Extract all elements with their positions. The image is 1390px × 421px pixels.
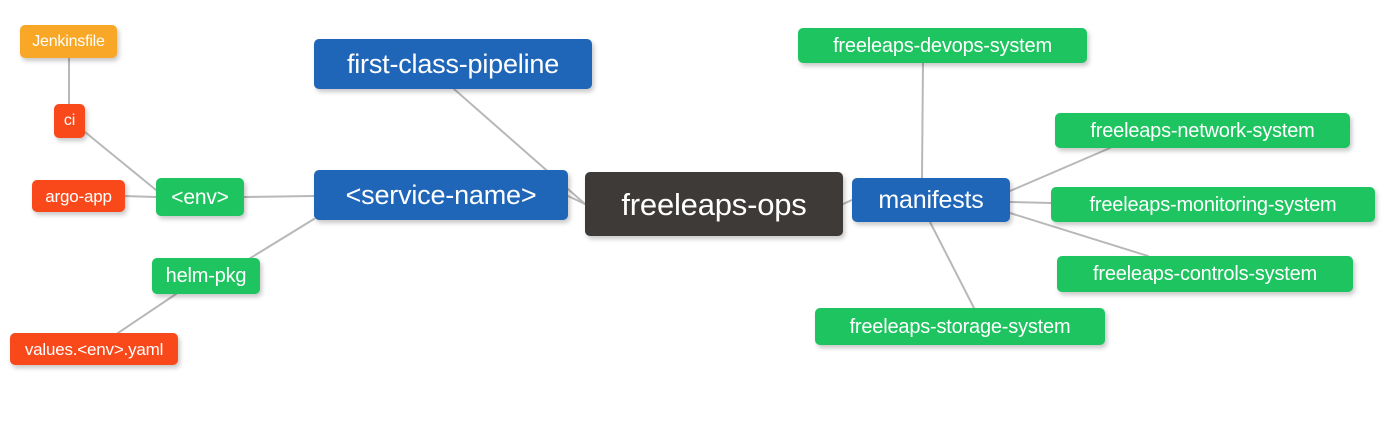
mindmap-node-helm-pkg[interactable]: helm-pkg xyxy=(152,258,260,294)
mindmap-node-manifests[interactable]: manifests xyxy=(852,178,1010,222)
mindmap-node-label: freeleaps-ops xyxy=(621,186,807,222)
mindmap-node-label: freeleaps-storage-system xyxy=(849,315,1071,338)
mindmap-node-label: freeleaps-devops-system xyxy=(833,34,1052,57)
mindmap-node-freeleaps-controls-system[interactable]: freeleaps-controls-system xyxy=(1057,256,1353,292)
mindmap-node-ci[interactable]: ci xyxy=(54,104,85,138)
mindmap-node-first-class-pipeline[interactable]: first-class-pipeline xyxy=(314,39,592,89)
mindmap-node-service-name[interactable]: <service-name> xyxy=(314,170,568,220)
mindmap-node-freeleaps-ops[interactable]: freeleaps-ops xyxy=(585,172,843,236)
mindmap-node-label: manifests xyxy=(878,185,984,214)
mindmap-node-label: values.<env>.yaml xyxy=(24,339,164,359)
mindmap-node-argo-app[interactable]: argo-app xyxy=(32,180,125,212)
mindmap-node-label: freeleaps-controls-system xyxy=(1093,263,1317,285)
mindmap-node-label: ci xyxy=(63,112,76,129)
mindmap-node-freeleaps-devops-system[interactable]: freeleaps-devops-system xyxy=(798,28,1087,63)
mindmap-node-label: helm-pkg xyxy=(165,265,247,287)
mindmap-node-label: first-class-pipeline xyxy=(346,48,560,79)
mindmap-node-label: argo-app xyxy=(45,186,112,206)
mindmap-node-label: freeleaps-monitoring-system xyxy=(1089,193,1337,216)
mindmap-node-label: <env> xyxy=(171,185,229,209)
mindmap-node-freeleaps-storage-system[interactable]: freeleaps-storage-system xyxy=(815,308,1105,345)
mindmap-node-values-env-yaml[interactable]: values.<env>.yaml xyxy=(10,333,178,365)
mindmap-node-env[interactable]: <env> xyxy=(156,178,244,216)
mindmap-node-label: <service-name> xyxy=(345,179,537,210)
mindmap-node-jenkinsfile[interactable]: Jenkinsfile xyxy=(20,25,117,58)
mindmap-node-freeleaps-monitoring-system[interactable]: freeleaps-monitoring-system xyxy=(1051,187,1375,222)
mindmap-node-freeleaps-network-system[interactable]: freeleaps-network-system xyxy=(1055,113,1350,148)
mindmap-node-label: Jenkinsfile xyxy=(32,32,105,50)
mindmap-node-label: freeleaps-network-system xyxy=(1090,119,1315,142)
